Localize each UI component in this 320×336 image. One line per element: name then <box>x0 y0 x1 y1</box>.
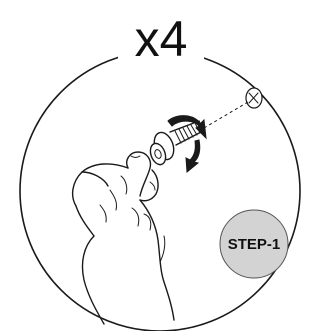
step-badge-label: STEP-1 <box>228 236 281 253</box>
target-hole-icon <box>246 88 262 108</box>
quantity-label: x4 <box>135 11 188 67</box>
step-badge: STEP-1 <box>220 210 288 278</box>
